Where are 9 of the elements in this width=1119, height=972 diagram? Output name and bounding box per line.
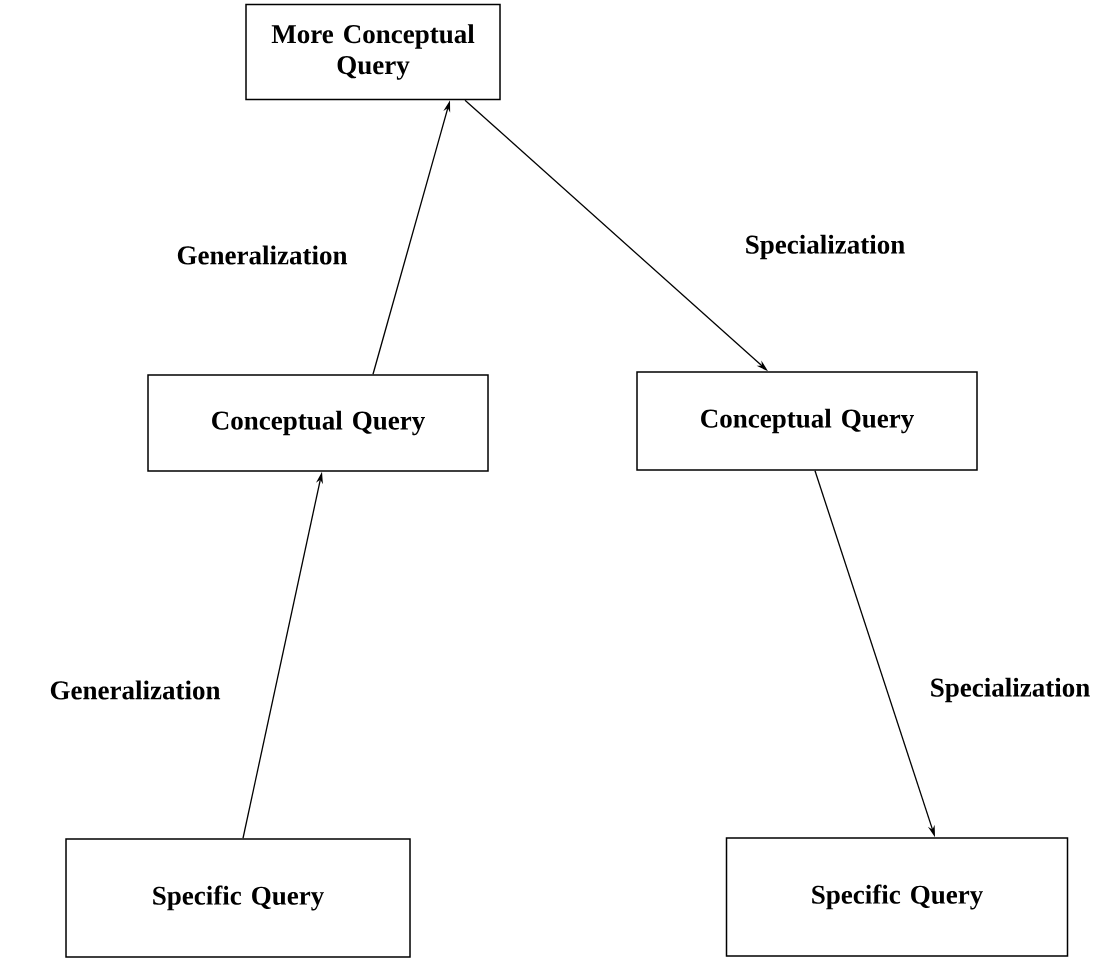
query-box: Specific Query: [65, 838, 411, 958]
query-box: More Conceptual Query: [245, 3, 501, 101]
edge-label: Specialization: [927, 675, 1093, 705]
edge-label: Specialization: [742, 232, 908, 262]
query-box: Conceptual Query: [636, 371, 978, 471]
query-box: Conceptual Query: [147, 374, 489, 472]
edge-label: Generalization: [174, 243, 350, 267]
query-box: Specific Query: [725, 837, 1069, 957]
edge-label: Generalization: [47, 678, 223, 702]
